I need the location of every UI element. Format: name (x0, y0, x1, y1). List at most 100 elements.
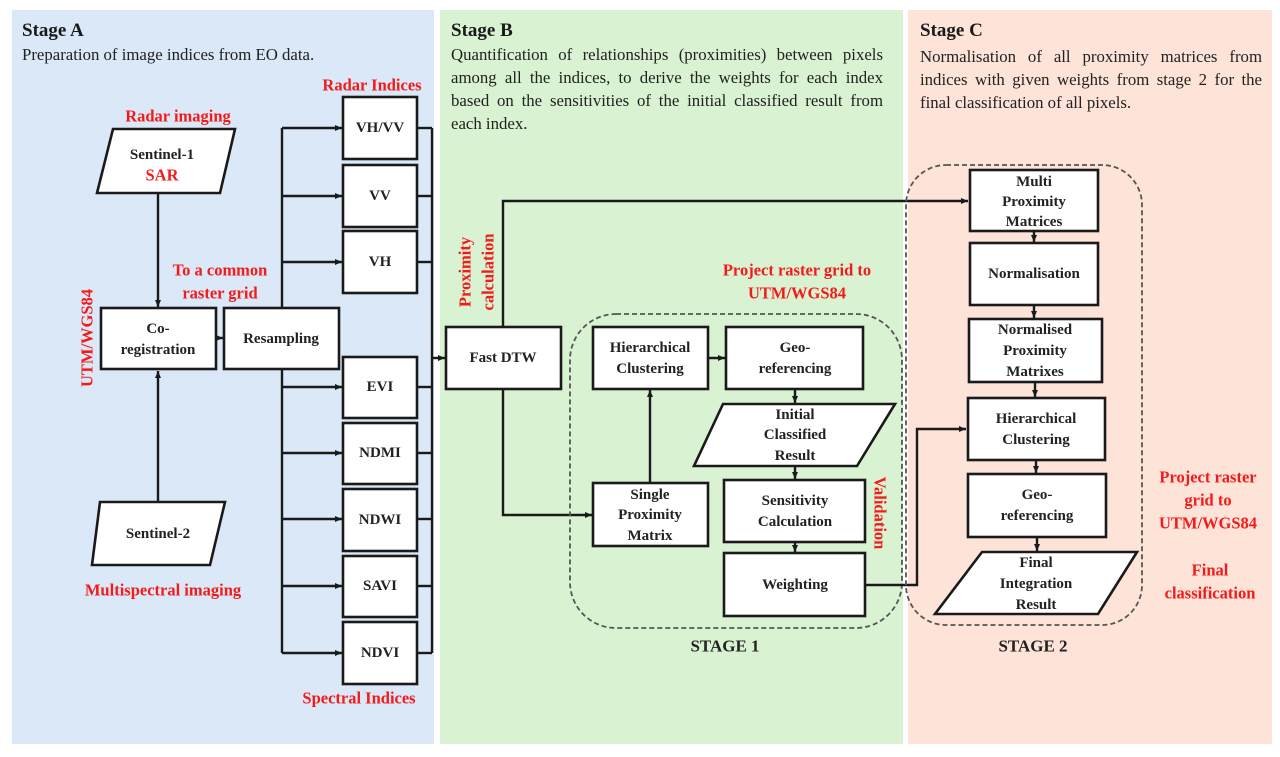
index-node-ndvi: NDVI (282, 620, 432, 686)
weighting-box (722, 551, 867, 618)
normalisation-label: Normalisation (988, 266, 1080, 282)
index-node-evi: EVI (282, 355, 432, 420)
stage-c-project-label-2: grid to (1184, 491, 1231, 510)
sensitivity-label-2: Calculation (758, 514, 833, 530)
normalised-label-1: Normalised (998, 322, 1073, 338)
index-box (341, 163, 419, 229)
index-label: NDWI (359, 512, 402, 528)
index-label: NDVI (361, 645, 399, 661)
normalised-label-3: Matrixes (1006, 364, 1064, 380)
multi-proximity-matrices-node: Multi Proximity Matrices (968, 168, 1100, 233)
multi-proximity-label-2: Proximity (1002, 194, 1066, 210)
single-proximity-matrix-node: Single Proximity Matrix (591, 481, 710, 548)
stage-c-title: Stage C (920, 20, 983, 41)
weighting-label: Weighting (762, 577, 828, 593)
index-label: VH/VV (356, 120, 405, 136)
resampling-box (222, 306, 341, 371)
coregistration-label-2: registration (121, 342, 196, 358)
stage-a-description: Preparation of image indices from EO dat… (22, 45, 315, 64)
sentinel-2-shape (90, 500, 227, 567)
coregistration-node: Co- registration (99, 306, 218, 371)
final-result-label-3: Result (1016, 597, 1057, 613)
index-node-savi: SAVI (282, 554, 432, 619)
index-box (341, 421, 419, 486)
georeferencing-box (724, 325, 865, 391)
hierarchical-clustering-node-2: Hierarchical Clustering (966, 396, 1107, 462)
final-result-label-1: Final (1019, 555, 1052, 571)
single-proximity-label-3: Matrix (628, 528, 673, 544)
hierarchical-clustering-box (591, 325, 710, 391)
stage-b-project-label-2: UTM/WGS84 (748, 284, 846, 303)
fast-dtw-label: Fast DTW (469, 350, 536, 366)
sentinel-1-shape (95, 127, 237, 195)
radar-imaging-label: Radar imaging (125, 107, 231, 126)
stage-1-group (569, 313, 903, 629)
index-box (341, 554, 419, 619)
index-box (341, 355, 419, 420)
georeferencing-node-2: Geo- referencing (966, 472, 1108, 539)
multispectral-imaging-label: Multispectral imaging (85, 581, 242, 600)
sentinel-1-label: Sentinel-1 (130, 147, 194, 163)
stage-b-project-label-1: Project raster grid to (723, 261, 871, 280)
stage-1-label: STAGE 1 (690, 637, 759, 656)
initial-result-label-1: Initial (775, 407, 814, 423)
initial-classified-result-node: Initial Classified Result (691, 402, 898, 468)
proximity-label-1: Proximity (456, 236, 475, 307)
radar-indices-label: Radar Indices (322, 76, 422, 95)
index-label: NDMI (359, 445, 401, 461)
index-box (341, 229, 419, 295)
normalised-proximity-matrixes-node: Normalised Proximity Matrixes (967, 317, 1104, 384)
hierarchical-clustering-label-2: Clustering (1002, 432, 1070, 448)
index-node-vh: VH (282, 229, 432, 295)
georeferencing-node-1: Geo- referencing (724, 325, 865, 391)
single-proximity-label-1: Single (630, 487, 670, 503)
index-node-ndwi: NDWI (282, 487, 432, 553)
sar-label: SAR (145, 166, 179, 185)
sensitivity-calculation-box (722, 478, 867, 544)
stage-c-project-label-3: UTM/WGS84 (1159, 514, 1257, 533)
final-result-label-2: Integration (1000, 576, 1073, 592)
fast-dtw-node: Fast DTW (444, 325, 563, 391)
normalised-label-2: Proximity (1003, 343, 1067, 359)
index-label: VH (369, 254, 392, 270)
initial-result-label-2: Classified (764, 427, 827, 443)
hierarchical-clustering-node-1: Hierarchical Clustering (591, 325, 710, 391)
hierarchical-clustering-label-1: Hierarchical (996, 411, 1077, 427)
coregistration-label-1: Co- (146, 321, 169, 337)
sensitivity-calculation-node: Sensitivity Calculation (722, 478, 867, 544)
index-node-vh-vv: VH/VV (282, 95, 432, 161)
stage-b-title: Stage B (451, 20, 513, 41)
stage-c-description: Normalisation of all proximity matrices … (920, 47, 1262, 112)
normalisation-node: Normalisation (968, 241, 1100, 307)
sentinel-2-label: Sentinel-2 (126, 526, 190, 542)
index-node-vv: VV (282, 163, 432, 229)
stage-a-title: Stage A (22, 20, 84, 41)
single-proximity-label-2: Proximity (618, 507, 682, 523)
spectral-indices-label: Spectral Indices (302, 689, 416, 708)
hierarchical-clustering-label-2: Clustering (616, 361, 684, 377)
stage-c-project-label-1: Project raster (1159, 468, 1256, 487)
index-label: SAVI (363, 578, 397, 594)
validation-label: Validation (871, 477, 890, 550)
index-label: VV (369, 188, 391, 204)
final-classification-label-2: classification (1165, 584, 1256, 603)
index-label: EVI (367, 379, 394, 395)
normalised-proximity-matrixes-box (967, 317, 1104, 384)
utm-wgs84-label: UTM/WGS84 (78, 289, 97, 387)
georeferencing-label-2: referencing (1001, 508, 1074, 524)
initial-result-label-3: Result (775, 448, 816, 464)
sentinel-2-node: Sentinel-2 (90, 500, 227, 567)
weighting-to-clustering-arrow (865, 426, 966, 587)
stage-b-description: Quantification of relationships (proximi… (451, 45, 883, 133)
fastdtw-to-multi-proximity-arrow (501, 198, 968, 327)
common-grid-label-2: raster grid (182, 284, 257, 303)
hierarchical-clustering-box (966, 396, 1107, 462)
georeferencing-label-2: referencing (759, 361, 832, 377)
georeferencing-box (966, 472, 1108, 539)
sentinel-1-node: Sentinel-1 SAR (95, 127, 237, 195)
initial-classified-result-shape (691, 402, 898, 468)
stage-2-group (905, 164, 1143, 626)
index-node-ndmi: NDMI (282, 421, 432, 486)
sensitivity-label-1: Sensitivity (762, 493, 829, 509)
